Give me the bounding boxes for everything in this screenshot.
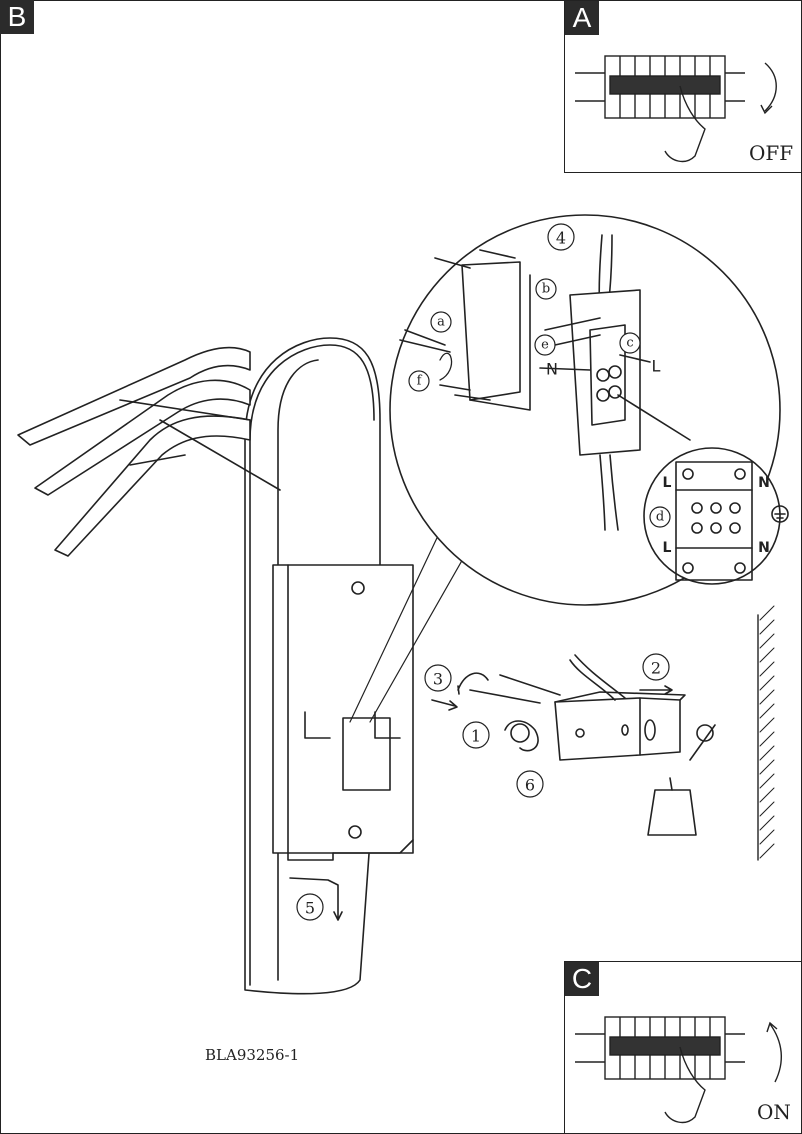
live-label-top: L — [663, 475, 672, 491]
neutral-label-main: N — [546, 360, 558, 379]
wall-box — [469, 654, 714, 761]
step-2-badge — [642, 653, 670, 681]
step-6-label: 6 — [525, 776, 535, 795]
panel-b-tag: B — [0, 0, 34, 34]
detail-e-badge — [534, 334, 556, 356]
live-label-bottom: L — [663, 540, 672, 556]
detail-a-badge — [430, 311, 452, 333]
breaker-on-drawing — [575, 1016, 783, 1124]
step-5-label: 5 — [305, 899, 315, 918]
detail-e-label: e — [541, 338, 549, 353]
detail-c-badge — [619, 332, 641, 354]
detail-f-label: f — [417, 374, 423, 389]
detail-f-badge — [408, 370, 430, 392]
step-2-label: 2 — [651, 659, 661, 678]
terminal-detail — [643, 447, 781, 585]
panel-a: A OFF — [564, 0, 802, 173]
step-1-label: 1 — [471, 727, 481, 746]
step-5-badge — [296, 893, 324, 921]
detail-c-label: c — [626, 336, 633, 351]
panel-c: C ON — [564, 961, 802, 1134]
live-label-main: L — [652, 357, 661, 376]
neutral-label-top: N — [758, 475, 770, 491]
step-1-badge — [462, 721, 490, 749]
lamp-mount-box — [272, 564, 414, 861]
step-6-badge — [516, 770, 544, 798]
neutral-label-bottom: N — [758, 540, 770, 556]
off-label: OFF — [749, 141, 794, 165]
detail-a-label: a — [437, 315, 445, 330]
step-4-label: 4 — [556, 229, 566, 248]
model-code: BLA93256-1 — [205, 1046, 300, 1064]
step-3-badge — [424, 664, 452, 692]
detail-d-label: d — [656, 510, 664, 525]
breaker-off-drawing — [575, 55, 777, 163]
panel-a-tag: A — [565, 1, 599, 35]
step-4-badge — [547, 223, 575, 251]
detail-b-badge — [535, 278, 557, 300]
detail-d-badge — [649, 506, 671, 528]
on-label: ON — [757, 1100, 791, 1124]
step-3-label: 3 — [433, 670, 443, 689]
panel-c-tag: C — [565, 962, 599, 996]
detail-b-label: b — [542, 282, 550, 297]
